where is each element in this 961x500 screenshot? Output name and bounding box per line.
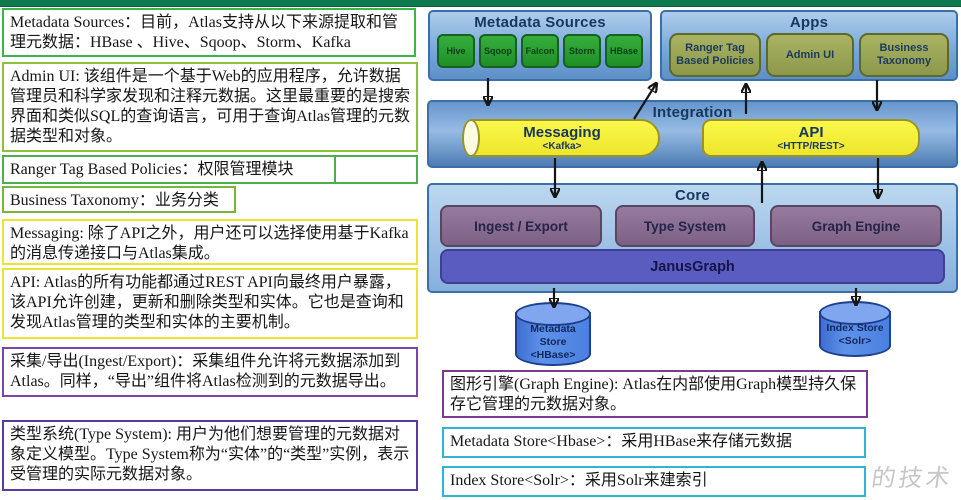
janusgraph-bar: JanusGraph: [440, 249, 945, 284]
core-chip-graph-engine: Graph Engine: [770, 205, 942, 247]
watermark-text: 的技术: [869, 466, 955, 492]
core-chip-type-system: Type System: [615, 205, 755, 247]
note-ranger-tag-based-policies: Ranger Tag Based Policies：权限管理模块: [2, 155, 336, 184]
api-label: API: [798, 124, 824, 141]
source-chip-hbase: HBase: [605, 34, 643, 68]
metadata-sources-panel: Metadata Sources Hive Sqoop Falcon Storm…: [428, 10, 652, 81]
core-panel: Core Ingest / Export Type System Graph E…: [427, 183, 958, 293]
messaging-cylinder: Messaging <Kafka>: [462, 119, 660, 157]
app-chip-row: Ranger Tag Based Policies Admin UI Busin…: [669, 33, 949, 77]
note-messaging: Messaging: 除了API之外，用户还可以选择使用基于Kafka的消息传递…: [2, 219, 418, 265]
apps-panel: Apps Ranger Tag Based Policies Admin UI …: [660, 10, 958, 81]
top-green-bar: [0, 0, 961, 7]
api-box: API <HTTP/REST>: [702, 119, 920, 157]
source-chip-falcon: Falcon: [521, 34, 559, 68]
index-store-cylinder-label: Index Store <Solr>: [826, 322, 884, 347]
core-title: Core: [675, 187, 710, 204]
note-business-taxonomy: Business Taxonomy：业务分类: [2, 186, 236, 213]
integration-panel: Integration Messaging <Kafka> API <HTTP/…: [427, 100, 958, 168]
note-graph-engine: 图形引擎(Graph Engine): Atlas在内部使用Graph模型持久保…: [442, 370, 868, 418]
messaging-label: Messaging: [523, 124, 601, 141]
metadata-store-cylinder: Metadata Store <HBase>: [515, 302, 591, 366]
app-chip-admin-ui: Admin UI: [766, 33, 854, 77]
api-sublabel: <HTTP/REST>: [777, 141, 845, 152]
apps-title: Apps: [789, 14, 829, 31]
app-chip-business-taxonomy: Business Taxonomy: [859, 33, 949, 77]
core-chip-ingest-export: Ingest / Export: [440, 205, 602, 247]
source-chip-sqoop: Sqoop: [479, 34, 517, 68]
metadata-store-cylinder-label: Metadata Store <HBase>: [530, 323, 576, 361]
note-type-system: 类型系统(Type System): 用户为他们想要管理的元数据对象定义模型。T…: [2, 420, 418, 491]
source-chip-row: Hive Sqoop Falcon Storm HBase: [437, 34, 643, 69]
note-index-store: Index Store<Solr>：采用Solr来建索引: [442, 466, 866, 497]
note-ingest-export: 采集/导出(Ingest/Export)：采集组件允许将元数据添加到Atlas。…: [2, 347, 418, 397]
messaging-sublabel: <Kafka>: [542, 141, 582, 152]
integration-title: Integration: [652, 104, 733, 121]
note-api: API: Atlas的所有功能都通过REST API向最终用户暴露，该API允许…: [2, 268, 418, 339]
note-metadata-store: Metadata Store<Hbase>：采用HBase来存储元数据: [442, 427, 866, 458]
source-chip-hive: Hive: [437, 34, 475, 68]
note-admin-ui: Admin UI: 该组件是一个基于Web的应用程序，允许数据管理员和科学家发现…: [2, 62, 418, 152]
note-metadata-sources: Metadata Sources：目前，Atlas支持从以下来源提取和管理元数据…: [2, 8, 416, 57]
source-chip-storm: Storm: [563, 34, 601, 68]
metadata-sources-title: Metadata Sources: [474, 14, 606, 31]
index-store-cylinder: Index Store <Solr>: [819, 301, 891, 357]
cylinder-cap: [462, 119, 480, 157]
app-chip-ranger-tag-based-policies: Ranger Tag Based Policies: [669, 33, 761, 77]
